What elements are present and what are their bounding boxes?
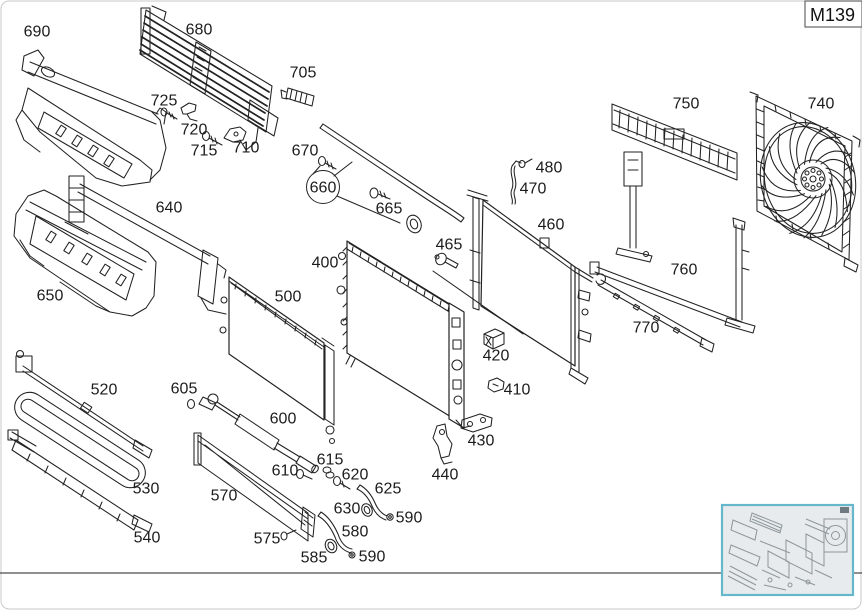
part-575-bolt [280, 529, 297, 541]
part-660-molding [319, 123, 465, 223]
part-label-710: 710 [233, 140, 260, 157]
callout-circle-660 [306, 170, 340, 204]
part-470-bracket [510, 160, 522, 205]
part-label-500: 500 [275, 289, 302, 306]
part-710-bracket [223, 126, 247, 143]
part-label-725: 725 [151, 93, 178, 110]
part-label-715: 715 [191, 143, 218, 160]
part-670-screw [317, 155, 337, 170]
part-label-540: 540 [134, 530, 161, 547]
part-label-580: 580 [342, 524, 369, 541]
part-label-585: 585 [301, 550, 328, 567]
part-label-470: 470 [520, 181, 547, 198]
part-label-660: 660 [310, 180, 337, 197]
part-500-condenser [219, 276, 336, 445]
part-label-760: 760 [671, 262, 698, 279]
part-label-480: 480 [536, 160, 563, 177]
part-label-400: 400 [312, 255, 339, 272]
part-label-625: 625 [375, 481, 402, 498]
part-label-610: 610 [272, 463, 299, 480]
part-label-420: 420 [483, 348, 510, 365]
doc-code-box: M139 [804, 0, 862, 28]
part-770-rails [589, 261, 743, 353]
part-665-screw [369, 187, 422, 234]
part-740-fan-shroud [749, 91, 861, 273]
part-530-loop-seal [14, 391, 146, 489]
part-label-670: 670 [292, 143, 319, 160]
part-label-590b: 590 [359, 549, 386, 566]
part-label-680: 680 [186, 22, 213, 39]
part-label-460: 460 [538, 217, 565, 234]
part-715-screw [201, 130, 223, 146]
part-585-ring [324, 538, 338, 554]
part-label-530: 530 [133, 481, 160, 498]
part-label-600: 600 [270, 411, 297, 428]
part-760-struts [615, 151, 756, 334]
part-label-615: 615 [317, 452, 344, 469]
part-480-screw [518, 158, 533, 169]
inset-mini-diagram [727, 512, 848, 591]
part-590a-screw [386, 513, 394, 521]
part-610-screw [295, 468, 313, 480]
part-625-hose [356, 484, 388, 521]
part-label-690: 690 [24, 24, 51, 41]
part-410-clip [487, 377, 505, 393]
part-570-lt-radiator [193, 432, 316, 542]
part-label-465: 465 [436, 237, 463, 254]
part-750-top-panel [611, 103, 738, 181]
part-520-rod [15, 349, 153, 459]
part-label-650: 650 [37, 288, 64, 305]
part-540-strip [7, 429, 153, 533]
part-640-upper-support [64, 175, 227, 315]
part-590b-screw [348, 551, 356, 559]
part-label-750: 750 [673, 96, 700, 113]
part-label-705: 705 [290, 65, 317, 82]
part-label-410: 410 [504, 382, 531, 399]
part-705-bracket [280, 87, 315, 107]
part-label-570: 570 [211, 488, 238, 505]
part-label-720: 720 [181, 122, 208, 139]
part-400-radiator [336, 240, 471, 429]
part-465-sensor [434, 252, 459, 269]
part-label-440: 440 [432, 467, 459, 484]
part-label-630: 630 [334, 501, 361, 518]
part-label-770: 770 [633, 320, 660, 337]
part-580-hose [317, 511, 353, 554]
part-label-740: 740 [808, 96, 835, 113]
part-460-condenser [432, 189, 606, 385]
overview-inset [720, 503, 855, 597]
part-label-520: 520 [91, 382, 118, 399]
part-630-ring [361, 503, 373, 517]
part-label-665: 665 [376, 201, 403, 218]
part-600-strut [207, 393, 319, 474]
part-label-605: 605 [171, 381, 198, 398]
part-label-430: 430 [468, 433, 495, 450]
part-680-grille-shutter [139, 5, 279, 151]
part-605-screw-clip [186, 396, 217, 411]
part-650-air-guide [13, 189, 157, 317]
part-label-640: 640 [156, 200, 183, 217]
part-420-relay [483, 328, 505, 350]
part-430-bracket [460, 413, 493, 433]
part-690-air-duct [15, 49, 167, 187]
part-label-575: 575 [254, 531, 281, 548]
part-620-screw [332, 475, 351, 490]
part-label-590a: 590 [396, 510, 423, 527]
inset-marker [840, 507, 849, 513]
part-440-bracket [432, 423, 453, 465]
part-label-620: 620 [342, 467, 369, 484]
part-615-washers [322, 466, 335, 479]
doc-code: M139 [810, 5, 855, 25]
part-720-clip [180, 102, 198, 122]
part-725-screw [160, 107, 178, 120]
